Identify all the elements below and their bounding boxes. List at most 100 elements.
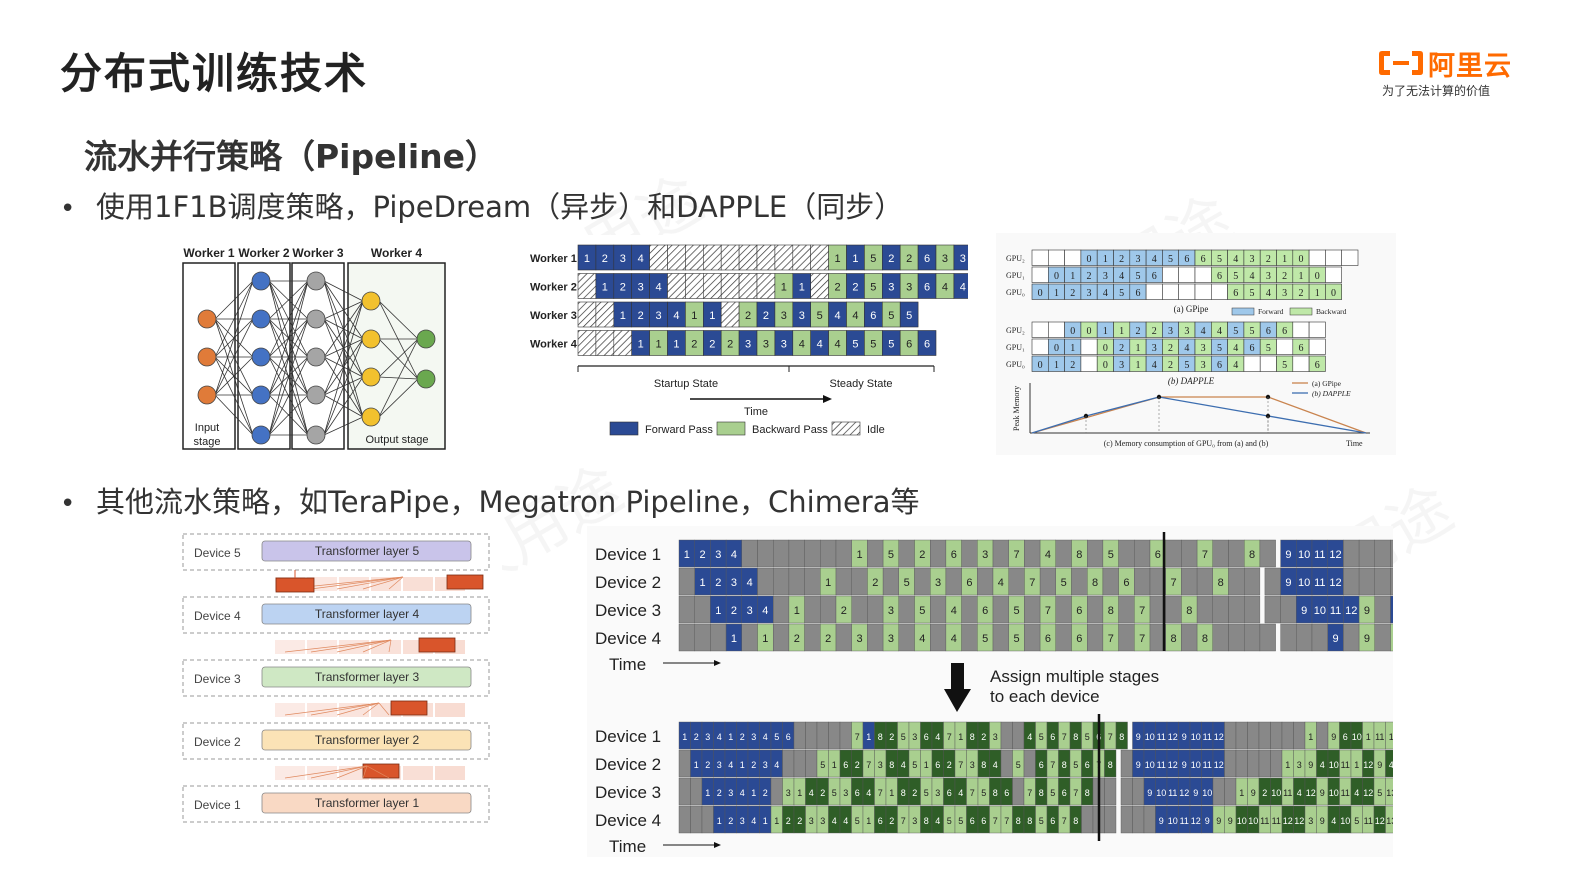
microbatch-number: 5: [888, 339, 894, 351]
activation-token: [275, 640, 305, 654]
microbatch-number: 5: [1039, 732, 1044, 742]
schedule-cell: [1390, 595, 1393, 624]
microbatch-number: 1: [699, 577, 705, 589]
schedule-cell: [1178, 283, 1196, 300]
schedule-cell: [1358, 567, 1375, 596]
microbatch-number: 7: [855, 732, 860, 742]
microbatch-number: 1: [1239, 788, 1244, 798]
microbatch-number: 6: [1343, 732, 1348, 742]
microbatch-number: 6: [1085, 760, 1090, 770]
microbatch-number: 2: [740, 732, 745, 742]
schedule-cell: [788, 567, 805, 596]
microbatch-number: 11: [1272, 816, 1281, 826]
microbatch-number: 11: [1283, 788, 1292, 798]
microbatch-number: 11: [1330, 605, 1341, 617]
device-label: Device 3: [194, 672, 241, 686]
microbatch-number: 3: [1308, 816, 1313, 826]
microbatch-number: 6: [1233, 288, 1238, 299]
neuron-node: [306, 347, 326, 367]
microbatch-number: 0: [1038, 360, 1043, 371]
microbatch-number: 5: [870, 339, 876, 351]
microbatch-number: 6: [1050, 816, 1055, 826]
microbatch-number: 10: [1352, 732, 1362, 742]
microbatch-number: 8: [1016, 816, 1021, 826]
device-frame: [182, 659, 490, 697]
microbatch-number: 5: [1217, 254, 1222, 265]
microbatch-number: 4: [762, 605, 768, 617]
schedule-cell: [1358, 539, 1375, 568]
schedule-cell: [678, 805, 691, 834]
microbatch-number: 4: [1320, 760, 1325, 770]
microbatch-number: 1: [832, 760, 837, 770]
microbatch-number: 4: [1119, 271, 1124, 282]
microbatch-number: 4: [1045, 549, 1051, 561]
schedule-cell: [770, 777, 783, 806]
microbatch-number: 7: [1062, 816, 1067, 826]
microbatch-number: 1: [866, 816, 871, 826]
worker-label: Worker 3: [292, 246, 343, 260]
neuron-node: [416, 329, 436, 349]
schedule-cell: [685, 273, 704, 299]
memory-caption: (c) Memory consumption of GPU₀ from (a) …: [1104, 439, 1269, 448]
schedule-cell: [805, 749, 818, 778]
schedule-cell: [1311, 623, 1328, 652]
microbatch-number: 3: [960, 253, 966, 265]
microbatch-number: 7: [1108, 633, 1114, 645]
schedule-cell: [828, 721, 841, 750]
schedule-cell: [804, 623, 821, 652]
neuron-node: [306, 271, 326, 291]
microbatch-number: 6: [966, 577, 972, 589]
microbatch-number: 6: [947, 788, 952, 798]
connection-edge: [214, 318, 254, 396]
schedule-cell: [930, 623, 947, 652]
microbatch-number: 11: [1168, 788, 1177, 798]
microbatch-number: 6: [982, 605, 988, 617]
microbatch-number: 8: [1218, 577, 1224, 589]
microbatch-number: 3: [888, 633, 894, 645]
microbatch-number: 9: [1182, 760, 1187, 770]
schedule-cell: [839, 721, 852, 750]
microbatch-number: 4: [958, 788, 963, 798]
down-arrow-shaft: [951, 663, 964, 689]
microbatch-number: 12: [1363, 760, 1373, 770]
microbatch-number: 8: [1062, 760, 1067, 770]
connection-edge: [268, 394, 309, 436]
microbatch-number: 2: [906, 253, 912, 265]
microbatch-number: 3: [747, 605, 753, 617]
microbatch-number: 10: [1191, 760, 1201, 770]
schedule-cell: [1244, 567, 1261, 596]
worker-row-label: Worker 3: [530, 310, 577, 322]
microbatch-number: 4: [834, 339, 840, 351]
schedule-cell: [930, 539, 947, 568]
microbatch-number: 6: [924, 282, 930, 294]
microbatch-number: 5: [1061, 577, 1067, 589]
microbatch-number: 3: [912, 732, 917, 742]
microbatch-number: 4: [866, 788, 871, 798]
schedule-cell: [1118, 595, 1135, 624]
microbatch-number: 1: [763, 816, 768, 826]
device-row-label: Device 1: [595, 727, 661, 746]
microbatch-number: 3: [970, 760, 975, 770]
schedule-cell: [1258, 749, 1271, 778]
transformer-layer-block: [261, 540, 472, 562]
microbatch-number: 5: [820, 760, 825, 770]
device-frame: [182, 596, 490, 634]
schedule-cell: [816, 721, 829, 750]
connection-edge: [268, 356, 309, 436]
schedule-cell: [1390, 567, 1393, 596]
microbatch-number: 0: [1087, 254, 1092, 265]
schedule-cell: [774, 244, 794, 271]
microbatch-number: 4: [799, 339, 805, 351]
schedule-cell: [1212, 777, 1225, 806]
schedule-cell: [1115, 721, 1128, 750]
microbatch-number: 10: [1156, 788, 1166, 798]
schedule-cell: [1055, 595, 1072, 624]
microbatch-number: 7: [1004, 816, 1009, 826]
microbatch-number: 11: [1157, 760, 1166, 770]
microbatch-number: 3: [1168, 326, 1173, 337]
activation-token: [307, 766, 337, 780]
microbatch-number: 9: [1147, 788, 1152, 798]
schedule-cell: [788, 539, 805, 568]
pipedream-schedule-figure: Worker 112341152263374Worker 21234112253…: [512, 235, 968, 457]
